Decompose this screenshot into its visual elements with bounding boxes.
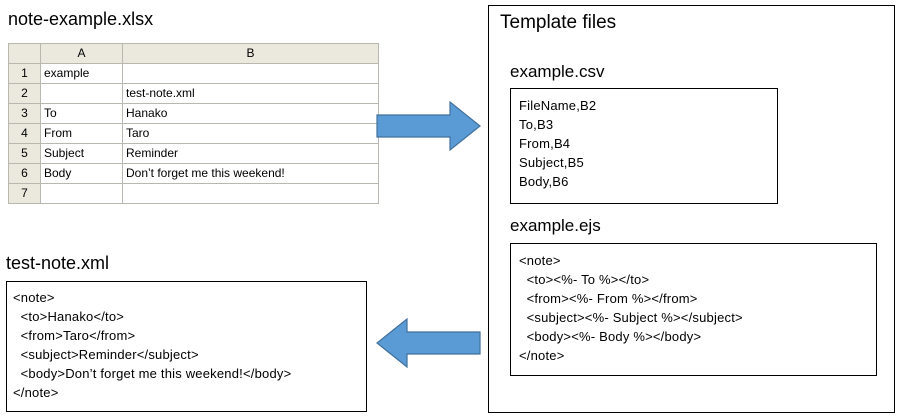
row-header-3[interactable]: 3 — [8, 103, 41, 124]
column-header-b[interactable]: B — [122, 43, 379, 64]
cell-b7[interactable] — [122, 183, 379, 204]
spreadsheet-header-row: A B — [8, 43, 379, 64]
ejs-file-title: example.ejs — [510, 216, 601, 235]
cell-a1[interactable]: example — [40, 63, 123, 84]
arrow-right-icon — [376, 101, 481, 151]
row-header-6[interactable]: 6 — [8, 163, 41, 184]
cell-a2[interactable] — [40, 83, 123, 104]
ejs-code: <note> <to><%- To %></to> <from><%- From… — [519, 253, 743, 363]
table-row: 4 From Taro — [8, 123, 379, 144]
table-row: 6 Body Don’t forget me this weekend! — [8, 163, 379, 184]
cell-b3[interactable]: Hanako — [122, 103, 379, 124]
ejs-code-box: <note> <to><%- To %></to> <from><%- From… — [510, 243, 877, 376]
spreadsheet-body: 1 example 2 test-note.xml 3 To Hanako 4 … — [8, 63, 379, 204]
cell-b4[interactable]: Taro — [122, 123, 379, 144]
xlsx-file-title: note-example.xlsx — [8, 9, 154, 29]
template-files-panel — [488, 5, 895, 413]
cell-a7[interactable] — [40, 183, 123, 204]
table-row: 3 To Hanako — [8, 103, 379, 124]
cell-a5[interactable]: Subject — [40, 143, 123, 164]
cell-b1[interactable] — [122, 63, 379, 84]
cell-a6[interactable]: Body — [40, 163, 123, 184]
table-row: 2 test-note.xml — [8, 83, 379, 104]
cell-a3[interactable]: To — [40, 103, 123, 124]
cell-a4[interactable]: From — [40, 123, 123, 144]
cell-b6[interactable]: Don’t forget me this weekend! — [122, 163, 379, 184]
arrow-left-icon — [376, 318, 481, 368]
table-row: 7 — [8, 183, 379, 204]
panel-title: Template files — [500, 12, 617, 33]
cell-b5[interactable]: Reminder — [122, 143, 379, 164]
csv-code: FileName,B2 To,B3 From,B4 Subject,B5 Bod… — [519, 98, 597, 189]
csv-code-box: FileName,B2 To,B3 From,B4 Subject,B5 Bod… — [510, 88, 778, 204]
row-header-7[interactable]: 7 — [8, 183, 41, 204]
csv-file-title: example.csv — [510, 62, 605, 81]
xml-output-box: <note> <to>Hanako</to> <from>Taro</from>… — [6, 281, 367, 412]
spreadsheet-corner-cell[interactable] — [8, 43, 41, 64]
xml-output-title: test-note.xml — [6, 253, 110, 273]
row-header-4[interactable]: 4 — [8, 123, 41, 144]
cell-b2[interactable]: test-note.xml — [122, 83, 379, 104]
row-header-5[interactable]: 5 — [8, 143, 41, 164]
column-header-a[interactable]: A — [40, 43, 123, 64]
row-header-1[interactable]: 1 — [8, 63, 41, 84]
table-row: 1 example — [8, 63, 379, 84]
table-row: 5 Subject Reminder — [8, 143, 379, 164]
xml-output-code: <note> <to>Hanako</to> <from>Taro</from>… — [13, 290, 292, 400]
spreadsheet-table: A B 1 example 2 test-note.xml 3 To Hanak… — [8, 43, 379, 204]
row-header-2[interactable]: 2 — [8, 83, 41, 104]
